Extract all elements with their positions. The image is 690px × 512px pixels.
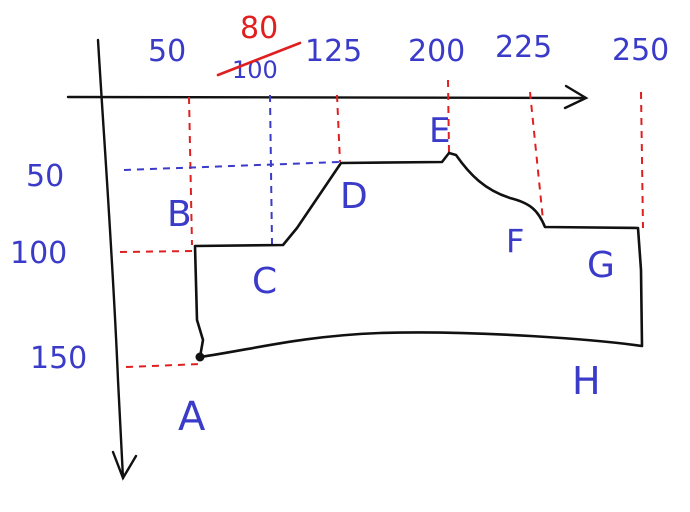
guide-y100 bbox=[119, 250, 195, 253]
x-tick-225: 225 bbox=[495, 30, 552, 65]
point-label-g: G bbox=[587, 245, 615, 286]
guide-y150 bbox=[125, 363, 203, 368]
point-a-dot bbox=[195, 352, 205, 362]
profile-outline bbox=[193, 151, 644, 359]
x-axis-line bbox=[66, 95, 587, 100]
x-tick-correction-80: 80 bbox=[240, 11, 278, 46]
point-label-c: C bbox=[252, 261, 277, 302]
guide-x-c bbox=[269, 94, 273, 245]
guide-x125 bbox=[336, 94, 341, 163]
guide-y50 bbox=[123, 161, 341, 171]
x-axis-arrowhead bbox=[563, 84, 589, 110]
guide-x225 bbox=[529, 91, 544, 221]
axes bbox=[66, 38, 589, 481]
point-label-d: D bbox=[340, 176, 368, 217]
strike-through-100 bbox=[216, 41, 302, 77]
point-label-b: B bbox=[167, 194, 192, 235]
guide-x50 bbox=[188, 96, 193, 246]
x-tick-125: 125 bbox=[305, 34, 362, 69]
y-axis-arrowhead bbox=[111, 450, 138, 481]
point-label-f: F bbox=[506, 222, 524, 260]
guide-x250 bbox=[640, 91, 644, 229]
point-label-a: A bbox=[178, 394, 206, 440]
y-tick-100: 100 bbox=[10, 236, 67, 271]
x-tick-50: 50 bbox=[148, 34, 186, 69]
blue-guides bbox=[123, 94, 341, 245]
y-tick-50: 50 bbox=[26, 159, 64, 194]
y-axis-line bbox=[96, 38, 125, 480]
y-tick-150: 150 bbox=[30, 341, 87, 376]
red-guides bbox=[119, 79, 644, 368]
x-tick-200: 200 bbox=[408, 34, 465, 69]
point-label-h: H bbox=[572, 359, 601, 403]
point-label-e: E bbox=[429, 111, 450, 151]
x-tick-250: 250 bbox=[612, 33, 669, 68]
